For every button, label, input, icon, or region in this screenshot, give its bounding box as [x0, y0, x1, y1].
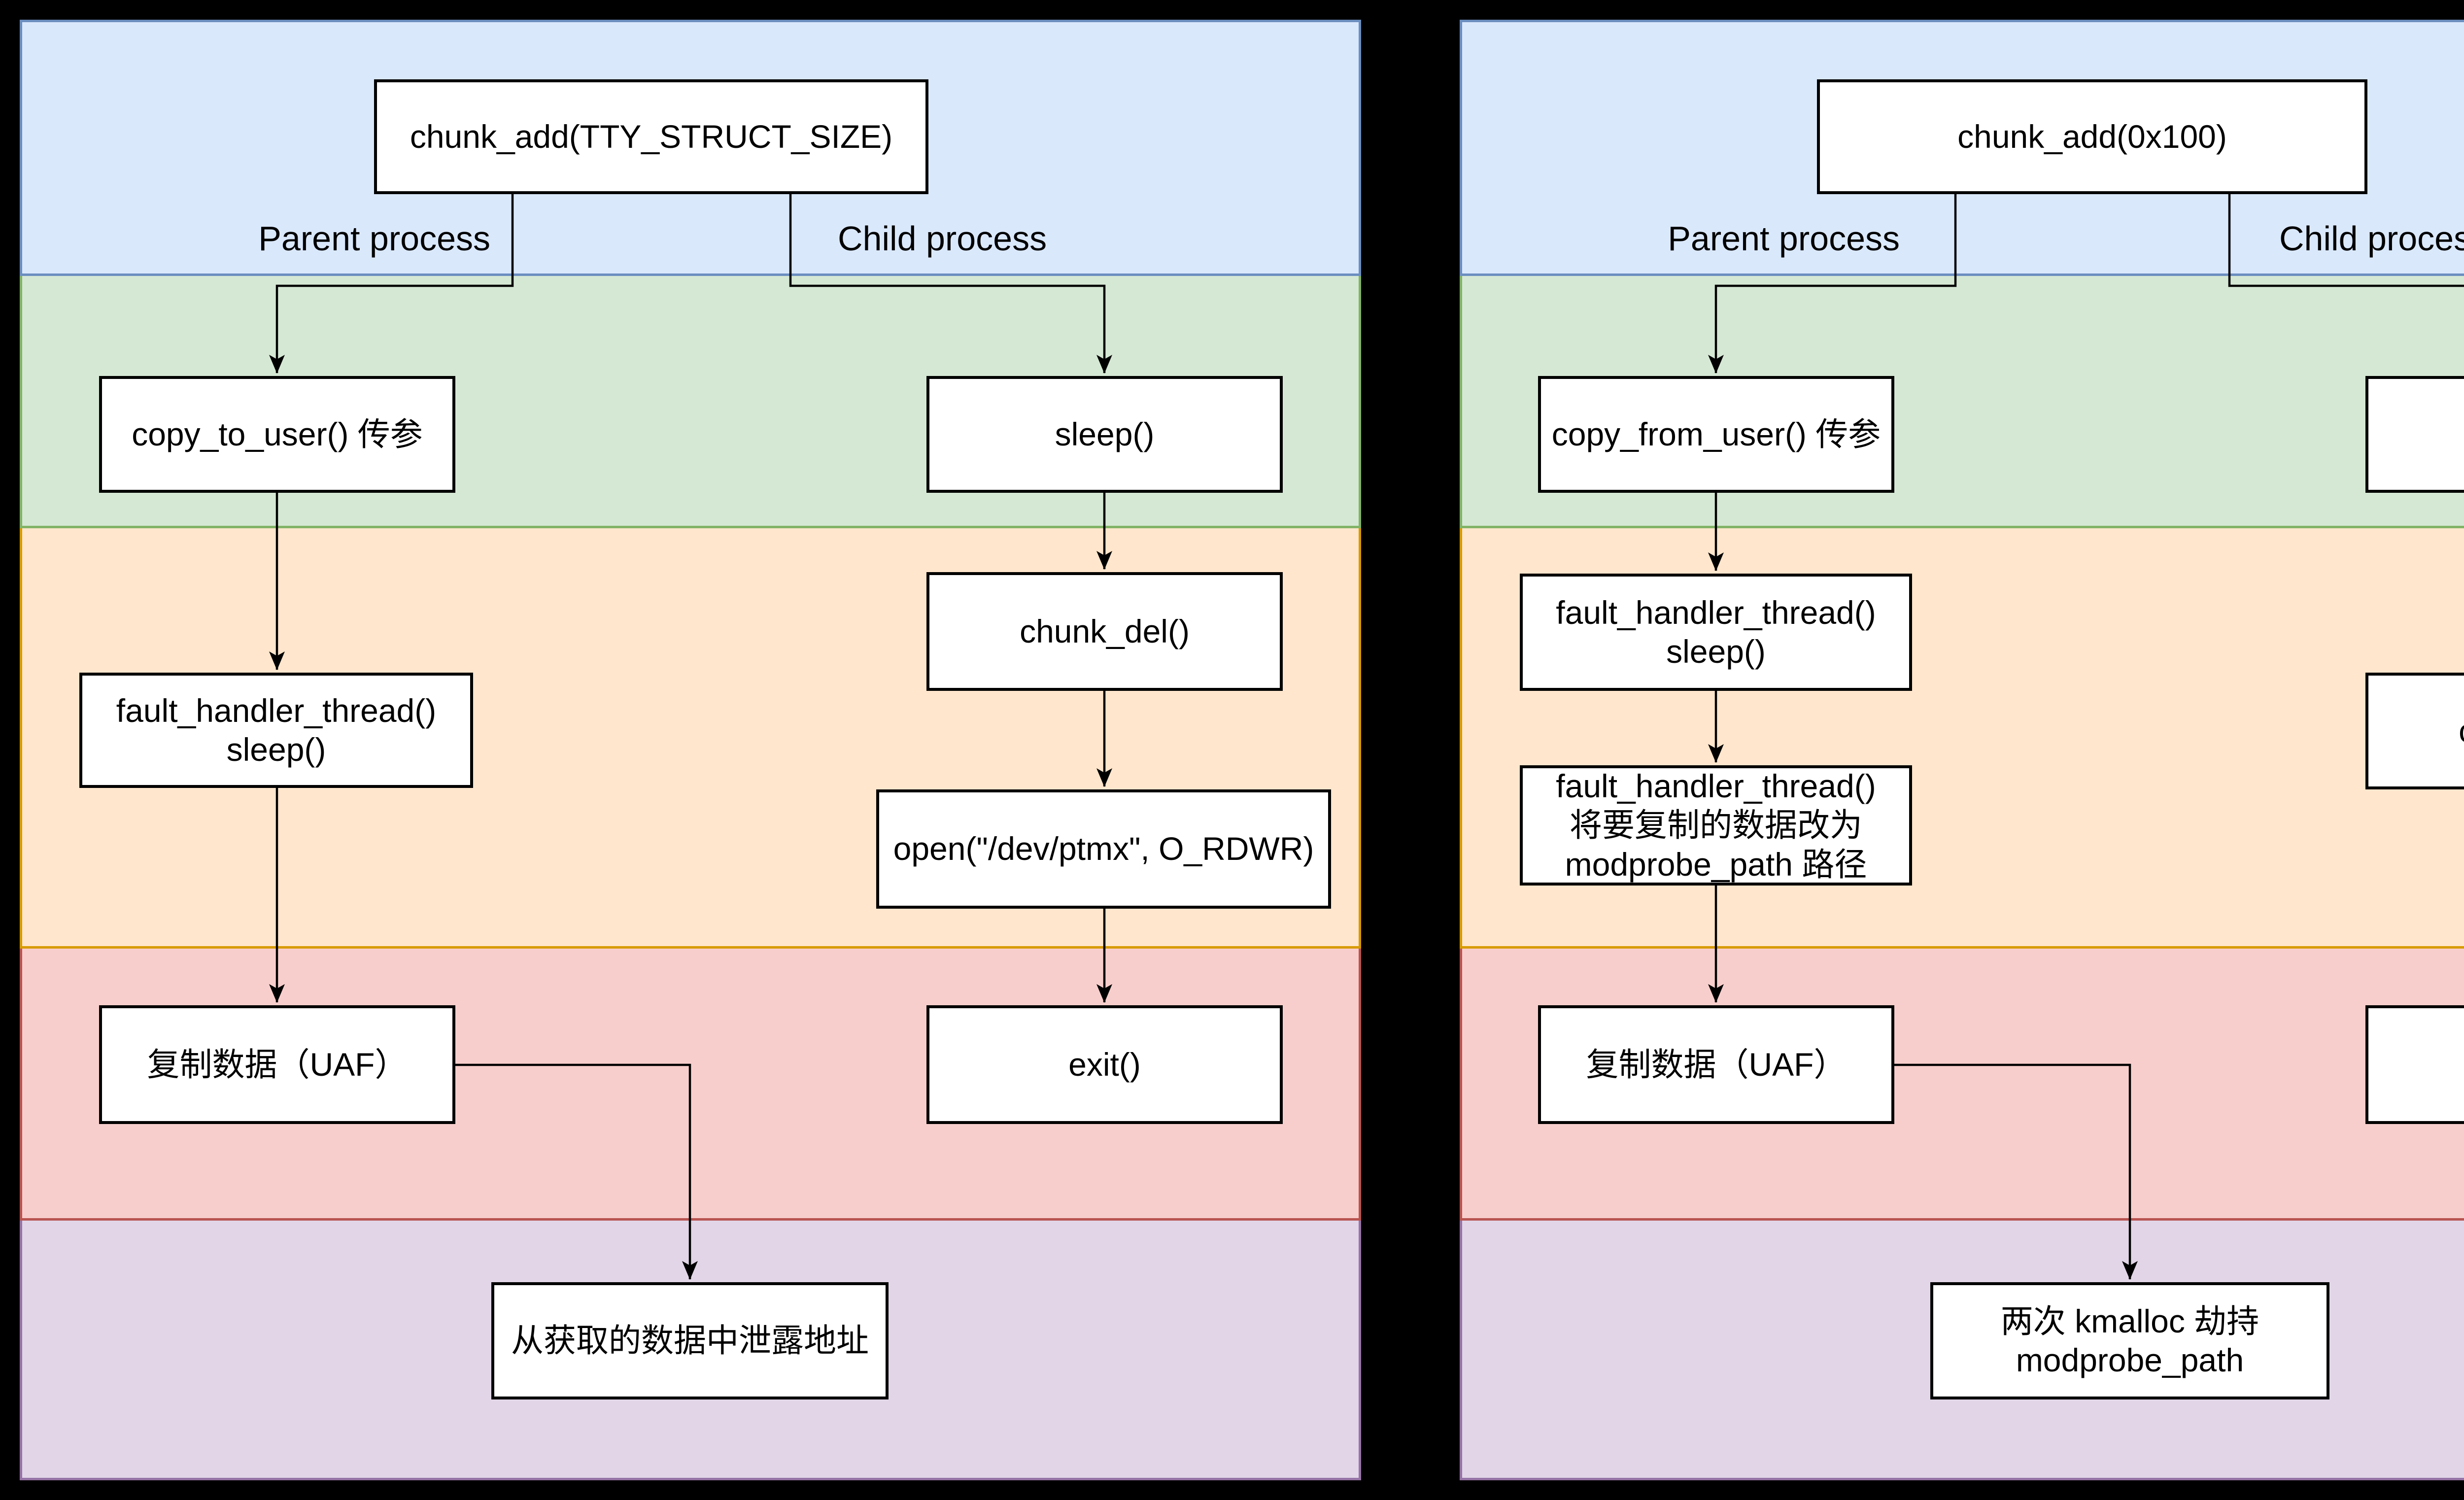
node-copy-from-user-right: copy_from_user() 传参	[1538, 376, 1894, 493]
node-exit-right: exit()	[2365, 1005, 2464, 1124]
branch-label-child-left: Child process	[838, 219, 1047, 258]
node-copy-to-user-left: copy_to_user() 传参	[99, 376, 455, 493]
node-kmalloc-hijack-right: 两次 kmalloc 劫持 modprobe_path	[1930, 1282, 2329, 1399]
node-leak-address-left: 从获取的数据中泄露地址	[491, 1282, 889, 1399]
node-copy-data-uaf-right: 复制数据（UAF）	[1538, 1005, 1894, 1124]
node-fault-handler-right: fault_handler_thread() sleep()	[1520, 574, 1912, 691]
node-fault-handler-modify-right: fault_handler_thread() 将要复制的数据改为 modprob…	[1520, 765, 1912, 886]
node-chunk-add-left: chunk_add(TTY_STRUCT_SIZE)	[374, 79, 928, 194]
node-chunk-del-right: chunk_del()	[2365, 673, 2464, 789]
branch-label-child-right: Child process	[2279, 219, 2464, 258]
node-copy-data-uaf-left: 复制数据（UAF）	[99, 1005, 455, 1124]
branch-label-parent-right: Parent process	[1668, 219, 1900, 258]
node-sleep-left: sleep()	[926, 376, 1283, 493]
node-fault-handler-left: fault_handler_thread() sleep()	[79, 673, 473, 788]
node-exit-left: exit()	[926, 1005, 1283, 1124]
node-chunk-add-right: chunk_add(0x100)	[1817, 79, 2367, 194]
node-chunk-del-left: chunk_del()	[926, 572, 1283, 691]
node-sleep-right: sleep()	[2365, 376, 2464, 493]
branch-label-parent-left: Parent process	[258, 219, 490, 258]
node-open-ptmx-left: open("/dev/ptmx", O_RDWR)	[876, 789, 1331, 909]
